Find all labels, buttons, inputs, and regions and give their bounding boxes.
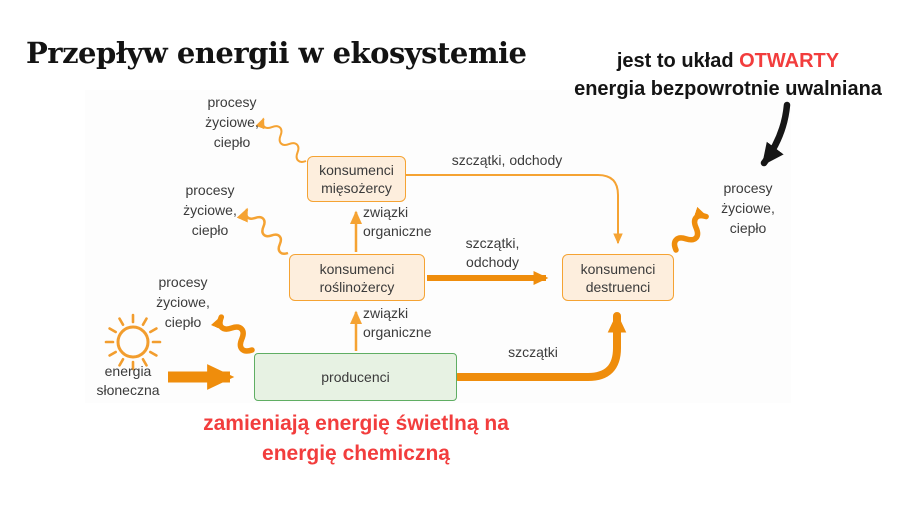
remains-label-bottom: szczątki — [508, 344, 558, 360]
heat-label-decomposers: procesy życiowe, ciepło — [721, 180, 775, 236]
box-decomposer-label: konsumenci destruenci — [580, 260, 656, 295]
organic-compounds-label-upper: związki organiczne — [363, 204, 432, 239]
heat-label-herbivores: procesy życiowe, ciepło — [183, 182, 237, 238]
box-herbivore-consumers: konsumenci roślinożercy — [289, 254, 425, 301]
box-producers-label: producenci — [321, 369, 390, 385]
sun-icon — [104, 313, 162, 371]
box-herbivore-label: konsumenci roślinożercy — [319, 260, 395, 295]
box-carnivore-consumers: konsumenci mięsożercy — [307, 156, 406, 202]
remains-droppings-label-middle: szczątki, odchody — [465, 235, 520, 270]
heat-arrow-producers — [210, 314, 255, 354]
producers-caption: zamieniają energię świetlną na energię c… — [203, 412, 509, 465]
heat-arrow-herbivores — [236, 207, 289, 255]
black-arrow-icon — [760, 101, 791, 167]
remains-arrow-carnivores-decomposers — [406, 174, 623, 245]
note-text: jest to układ — [616, 50, 740, 72]
box-producers: producenci — [254, 353, 457, 401]
box-decomposer-consumers: konsumenci destruenci — [562, 254, 674, 301]
note-highlight-otwarty: OTWARTY — [739, 50, 840, 72]
heat-arrow-decomposers — [671, 206, 709, 253]
page-title: Przepływ energii w ekosystemie — [26, 36, 527, 70]
open-system-note-line1: jest to układ OTWARTY — [553, 47, 900, 75]
box-carnivore-label: konsumenci mięsożercy — [319, 162, 394, 196]
heat-label-producers: procesy życiowe, ciepło — [156, 274, 210, 330]
heat-label-carnivores: procesy życiowe, ciepło — [205, 94, 259, 150]
heat-arrow-carnivores — [255, 117, 307, 163]
solar-energy-label: energia słoneczna — [96, 363, 160, 398]
organic-compounds-label-lower: związki organiczne — [363, 305, 432, 340]
remains-droppings-label-top: szczątki, odchody — [451, 152, 563, 168]
open-system-note: jest to układ OTWARTY energia bezpowrotn… — [553, 47, 900, 103]
remains-arrow-producers-decomposers — [454, 312, 627, 381]
open-system-note-line2: energia bezpowrotnie uwalniana — [574, 78, 882, 100]
